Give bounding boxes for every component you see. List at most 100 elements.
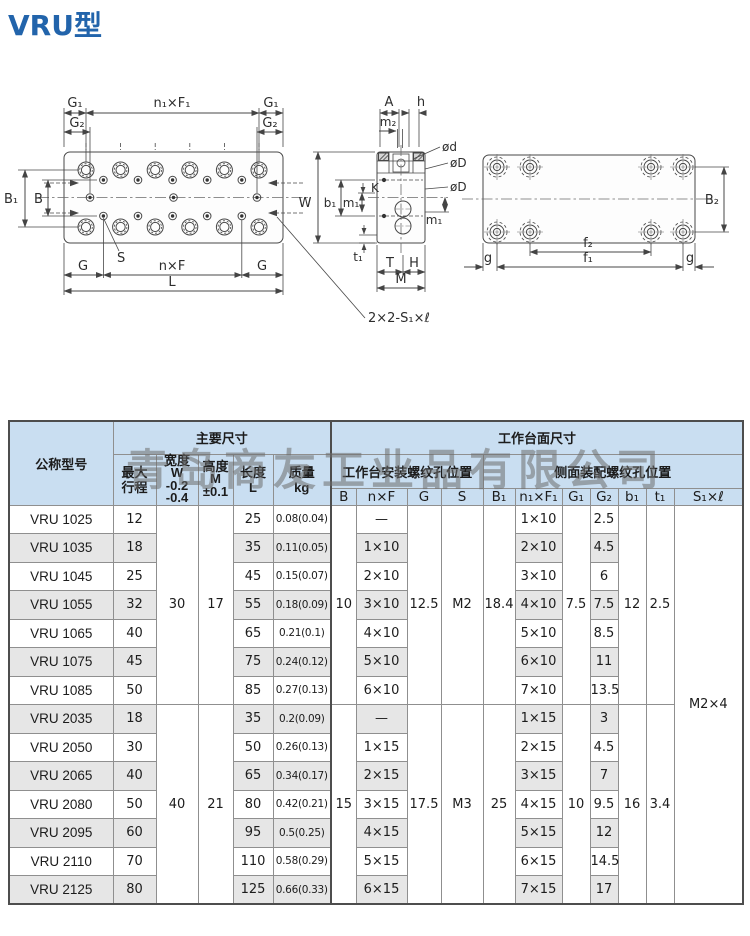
length-cell: 85 [232, 675, 274, 705]
header-worktable-holes: 工作台安装螺纹孔位置 [330, 453, 484, 489]
col-header-g: G [406, 487, 442, 506]
mass-cell: 0.15(0.07) [272, 561, 332, 591]
col-header-b1: B₁ [482, 487, 516, 506]
model-cell: VRU 2065 [8, 761, 114, 791]
dim-label-m-cap: M [395, 272, 406, 287]
n1xf1-cell: 6×10 [514, 647, 563, 677]
mass-cell: 0.11(0.05) [272, 533, 332, 563]
length-cell: 35 [232, 704, 274, 734]
g2-cell: 4.5 [589, 732, 619, 762]
n1xf1-cell: 7×15 [514, 875, 563, 905]
dim-label-b2: B₂ [705, 193, 719, 208]
dim-label-g2-left: G₂ [69, 116, 84, 131]
g2-cell: 12 [589, 818, 619, 848]
length-cell: 45 [232, 561, 274, 591]
b1-lower-cell: 12 [617, 504, 647, 705]
nxf-cell: 2×15 [355, 761, 408, 791]
model-cell: VRU 2050 [8, 732, 114, 762]
nxf-cell: 3×10 [355, 590, 408, 620]
height-cell: 17 [197, 504, 234, 705]
n1xf1-cell: 3×10 [514, 561, 563, 591]
stroke-cell: 18 [112, 704, 157, 734]
header-main-dims: 主要尺寸 [112, 420, 332, 455]
dim-label-g-bottom-left: G [78, 259, 88, 274]
mass-cell: 0.27(0.13) [272, 675, 332, 705]
n1xf1-cell: 4×10 [514, 590, 563, 620]
g2-cell: 13.5 [589, 675, 619, 705]
page-title: VRU型 [8, 9, 102, 42]
stroke-cell: 25 [112, 561, 157, 591]
spec-table-header: 公称型号 主要尺寸 工作台面尺寸 最大 行程 宽度 W -0.2 -0.4 高度… [8, 420, 744, 506]
model-cell: VRU 1065 [8, 618, 114, 648]
g-cell: 17.5 [406, 704, 442, 905]
b-cell: 15 [330, 704, 357, 905]
width-cell: 30 [155, 504, 199, 705]
dim-label-b1-section: b₁ [324, 196, 337, 210]
nxf-cell: 2×10 [355, 561, 408, 591]
stroke-cell: 40 [112, 761, 157, 791]
model-cell: VRU 2080 [8, 789, 114, 819]
col-header-g2: G₂ [589, 487, 619, 506]
b1-cell: 18.4 [482, 504, 516, 705]
length-cell: 50 [232, 732, 274, 762]
g1-cell: 10 [561, 704, 591, 905]
g-cell: 12.5 [406, 504, 442, 705]
header-mass: 质量 kg [272, 453, 332, 506]
dim-label-h: h [417, 95, 425, 110]
s1xl-cell: M2×4 [673, 504, 744, 905]
col-header-b1-lower: b₁ [617, 487, 647, 506]
stroke-cell: 32 [112, 590, 157, 620]
dim-label-g-right: g [686, 251, 694, 266]
col-header-t1: t₁ [645, 487, 675, 506]
header-surface-dims: 工作台面尺寸 [329, 420, 744, 455]
col-header-g1: G₁ [561, 487, 591, 506]
header-stroke: 最大 行程 [112, 453, 157, 506]
g2-cell: 4.5 [589, 533, 619, 563]
n1xf1-cell: 1×10 [514, 504, 563, 534]
dim-label-h-cap: H [409, 256, 419, 271]
dim-label-f1: f₁ [583, 251, 593, 266]
section-view-drawing: A h m₂ ød øD øD W b₁ m₁ K m₁ t₁ [276, 95, 467, 326]
dim-label-w: W [299, 196, 312, 211]
header-side-holes: 侧面装配螺纹孔位置 [482, 453, 744, 489]
n1xf1-cell: 5×10 [514, 618, 563, 648]
mass-cell: 0.42(0.21) [272, 789, 332, 819]
dim-label-od: ød [442, 140, 457, 154]
stroke-cell: 50 [112, 675, 157, 705]
nxf-cell: 4×10 [355, 618, 408, 648]
n1xf1-cell: 2×10 [514, 533, 563, 563]
dim-label-b1: B₁ [4, 192, 18, 207]
b-cell: 10 [330, 504, 357, 705]
nxf-cell: — [355, 704, 408, 734]
g2-cell: 7.5 [589, 590, 619, 620]
mass-cell: 0.5(0.25) [272, 818, 332, 848]
nxf-cell: 5×10 [355, 647, 408, 677]
height-cell: 21 [197, 704, 234, 905]
nxf-cell: 6×15 [355, 875, 408, 905]
model-cell: VRU 1025 [8, 504, 114, 534]
nxf-cell: — [355, 504, 408, 534]
b1-cell: 25 [482, 704, 516, 905]
dim-label-t1: t₁ [353, 250, 363, 264]
dim-label-t-cap: T [385, 256, 394, 271]
col-header-n1xf1: n₁×F₁ [514, 487, 563, 506]
dim-label-oD-top: øD [450, 156, 467, 170]
mass-cell: 0.66(0.33) [272, 875, 332, 905]
g2-cell: 8.5 [589, 618, 619, 648]
g2-cell: 11 [589, 647, 619, 677]
header-model: 公称型号 [8, 420, 114, 506]
mass-cell: 0.2(0.09) [272, 704, 332, 734]
col-header-nxf: n×F [355, 487, 408, 506]
model-cell: VRU 1045 [8, 561, 114, 591]
technical-drawings: G₁ n₁×F₁ G₁ G₂ G₂ B₁ B S G n×F G L [4, 95, 729, 326]
g2-cell: 14.5 [589, 846, 619, 876]
nxf-cell: 6×10 [355, 675, 408, 705]
